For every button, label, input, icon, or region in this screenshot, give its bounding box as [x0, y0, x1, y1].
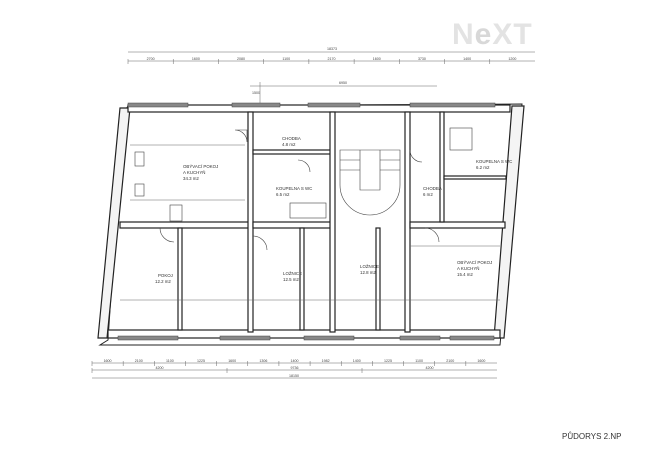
svg-text:LOŽNICE: LOŽNICE [283, 271, 302, 276]
room-hallway-1: CHODBA 4.8 m2 [282, 136, 301, 147]
svg-text:34.3 m2: 34.3 m2 [183, 176, 199, 181]
dim-inner-span: 6950 [339, 81, 347, 85]
svg-text:KOUPELNA S WC: KOUPELNA S WC [276, 186, 312, 191]
dim-label: 1225 [384, 359, 392, 363]
next-logo: NeXT [452, 18, 533, 51]
room-living-kitchen-2: OBÝVACÍ POKOJ A KUCHYŇ 15.4 m2 [457, 260, 492, 277]
svg-text:OBÝVACÍ POKOJ: OBÝVACÍ POKOJ [457, 260, 492, 265]
svg-text:12.5 m2: 12.5 m2 [283, 277, 299, 282]
svg-text:6.5 m2: 6.5 m2 [276, 192, 290, 197]
dim-inner-vertical: 1500 [252, 91, 260, 95]
dim-label: 1225 [197, 359, 205, 363]
dim-label: 2100 [446, 359, 454, 363]
walls [97, 102, 525, 346]
dim-label: 4200 [156, 366, 164, 370]
dim-label: 1400 [353, 359, 361, 363]
svg-text:15.4 m2: 15.4 m2 [457, 272, 473, 277]
svg-text:6 m2: 6 m2 [423, 192, 433, 197]
bottom-dimensions: 1600 2100 1100 1225 1600 1306 1400 1982 1400 1225… [91, 359, 497, 379]
dim-label: 1600 [373, 57, 381, 61]
dim-label: 1306 [259, 359, 267, 363]
svg-text:LOŽNICE: LOŽNICE [360, 264, 379, 269]
dim-label: 9736 [291, 366, 299, 370]
svg-text:4.8 m2: 4.8 m2 [282, 142, 296, 147]
dim-label: 1100 [415, 359, 423, 363]
dim-label: 1400 [291, 359, 299, 363]
dim-label: 2700 [147, 57, 155, 61]
svg-text:CHODBA: CHODBA [423, 186, 442, 191]
room-bathroom-1: KOUPELNA S WC 6.5 m2 [276, 186, 312, 197]
dim-label: 1600 [192, 57, 200, 61]
dim-label: 1982 [322, 359, 330, 363]
svg-text:12.2 m2: 12.2 m2 [155, 279, 171, 284]
dim-label: 1600 [228, 359, 236, 363]
dim-label: 2080 [237, 57, 245, 61]
dim-label: 1100 [166, 359, 174, 363]
dim-label: 1400 [463, 57, 471, 61]
dim-top-total: 18373 [327, 47, 337, 51]
dim-label: 4200 [426, 366, 434, 370]
room-bathroom-2: KOUPELNA S WC 6.2 m2 [476, 159, 512, 170]
dim-label: 3730 [418, 57, 426, 61]
room-living-kitchen-1: OBÝVACÍ POKOJ A KUCHYŇ 34.3 m2 [183, 164, 218, 181]
dim-label: 2170 [328, 57, 336, 61]
dim-label: 1600 [104, 359, 112, 363]
dim-label: 1600 [477, 359, 485, 363]
top-dimensions: 18373 2700 1600 2080 1100 2170 1600 3730 1400 12… [127, 47, 535, 110]
room-bedroom-pokoj: POKOJ 12.2 m2 [155, 273, 173, 284]
dim-label: 2100 [135, 359, 143, 363]
dim-label: 1100 [282, 57, 290, 61]
svg-text:A KUCHYŇ: A KUCHYŇ [183, 170, 205, 175]
svg-text:6.2 m2: 6.2 m2 [476, 165, 490, 170]
svg-text:OBÝVACÍ POKOJ: OBÝVACÍ POKOJ [183, 164, 218, 169]
room-bedroom-1: LOŽNICE 12.5 m2 [283, 271, 302, 282]
svg-text:12.8 m2: 12.8 m2 [360, 270, 376, 275]
svg-text:KOUPELNA S WC: KOUPELNA S WC [476, 159, 512, 164]
drawing-caption: PŮDORYS 2.NP [562, 432, 622, 441]
dim-bottom-total: 18150 [289, 374, 299, 378]
room-bedroom-2: LOŽNICE 12.8 m2 [360, 264, 379, 275]
dim-label: 1200 [508, 57, 516, 61]
svg-text:CHODBA: CHODBA [282, 136, 301, 141]
room-hallway-2: CHODBA 6 m2 [423, 186, 442, 197]
svg-text:A KUCHYŇ: A KUCHYŇ [457, 266, 479, 271]
svg-text:POKOJ: POKOJ [158, 273, 173, 278]
